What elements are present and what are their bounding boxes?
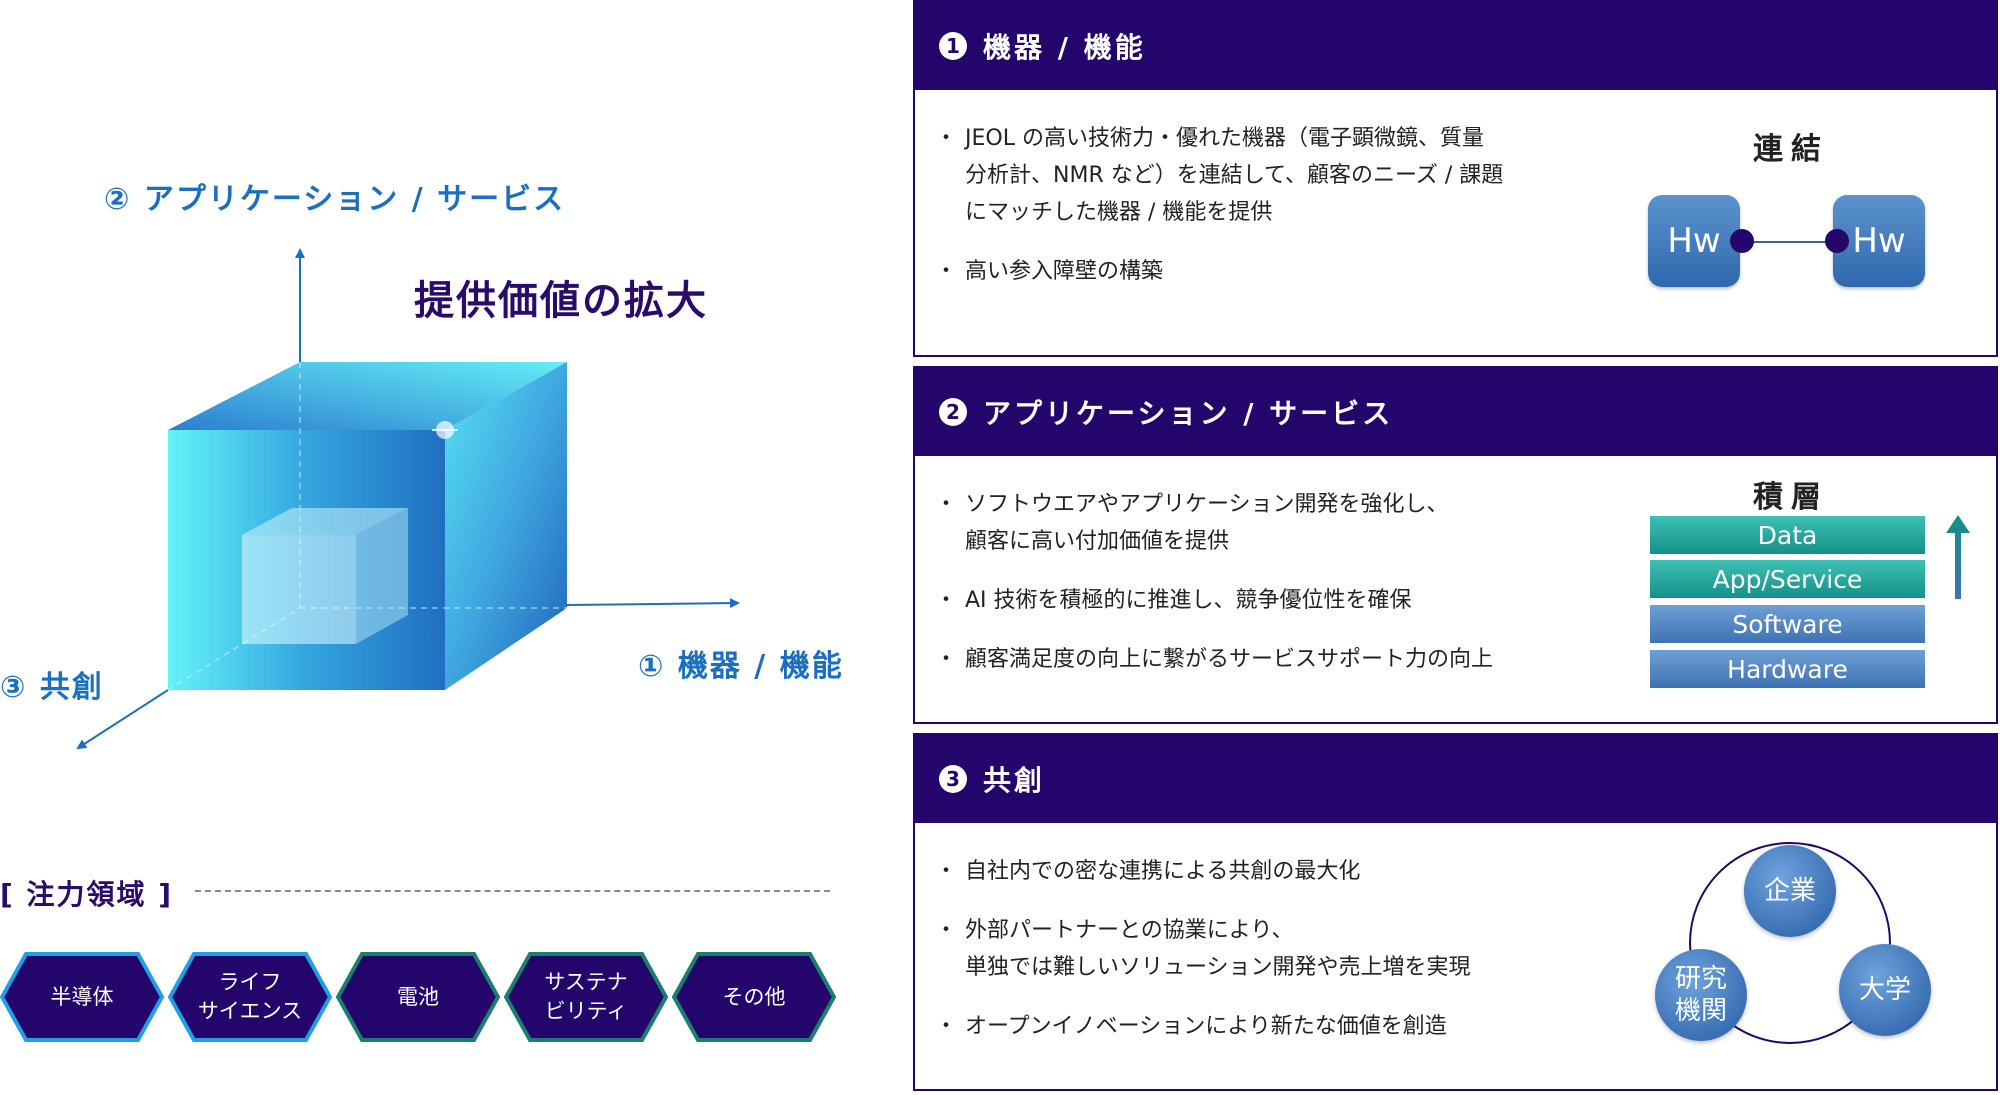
cube-axes-graphic (76, 248, 740, 750)
cocreation-ring (1689, 842, 1891, 1044)
bullet-item: 自社内での密な連携による共創の最大化 (935, 853, 1471, 890)
panel-cocreation-bullets: 自社内での密な連携による共創の最大化 外部パートナーとの協業により、 単独では難… (935, 853, 1471, 1067)
axis-label-application: ② アプリケーション / サービス (104, 182, 566, 217)
bullet-item: JEOL の高い技術力・優れた機器（電子顕微鏡、質量 分析計、NMR など）を連… (935, 120, 1503, 231)
axis-horizontal (566, 598, 740, 609)
panel-application-header: 2 アプリケーション / サービス (915, 368, 1996, 456)
inner-cube-side (356, 508, 408, 644)
link-node-right (1825, 229, 1849, 253)
bullet-item: ソフトウエアやアプリケーション開発を強化し、 顧客に高い付加価値を提供 (935, 486, 1493, 560)
panel-cocreation-title: 共創 (983, 764, 1046, 797)
bullet-item: 高い参入障壁の構築 (935, 253, 1503, 290)
panel-number-badge: 3 (939, 765, 967, 793)
stack-visual-title: 積層 (1753, 480, 1829, 515)
layer-hardware: Hardware (1650, 650, 1925, 688)
focus-area-semiconductor: 半導体 (0, 952, 164, 1042)
panel-application: 2 アプリケーション / サービス ソフトウエアやアプリケーション開発を強化し、… (913, 366, 1998, 724)
axis-diagonal (76, 689, 169, 750)
panel-equipment-header: 1 機器 / 機能 (915, 2, 1996, 90)
panel-application-bullets: ソフトウエアやアプリケーション開発を強化し、 顧客に高い付加価値を提供 AI 技… (935, 486, 1493, 700)
circle-university: 大学 (1839, 944, 1931, 1036)
focus-area-life-science: ライフ サイエンス (168, 952, 332, 1042)
focus-divider (195, 890, 830, 892)
panel-equipment-bullets: JEOL の高い技術力・優れた機器（電子顕微鏡、質量 分析計、NMR など）を連… (935, 120, 1503, 312)
inner-cube-top (242, 508, 408, 535)
focus-area-sustainability: サステナ ビリティ (504, 952, 668, 1042)
panel-equipment-title: 機器 / 機能 (983, 31, 1146, 64)
link-connector-line (1743, 241, 1837, 243)
focus-areas-title: [ 注力領域 ] (0, 878, 174, 911)
panel-cocreation-header: 3 共創 (915, 735, 1996, 823)
panel-equipment: 1 機器 / 機能 JEOL の高い技術力・優れた機器（電子顕微鏡、質量 分析計… (913, 0, 1998, 357)
bullet-item: 顧客満足度の向上に繋がるサービスサポート力の向上 (935, 641, 1493, 678)
inner-cube-front (242, 535, 356, 644)
bullet-item: オープンイノベーションにより新たな価値を創造 (935, 1008, 1471, 1045)
circle-company: 企業 (1744, 845, 1836, 937)
circle-research-institute: 研究 機関 (1655, 949, 1747, 1041)
axis-label-cocreation: ③ 共創 (0, 670, 104, 705)
focus-area-other: その他 (672, 952, 836, 1042)
hardware-box-left: Hw (1648, 195, 1740, 287)
bullet-item: AI 技術を積極的に推進し、競争優位性を確保 (935, 582, 1493, 619)
axis-label-equipment: ① 機器 / 機能 (638, 649, 844, 684)
arrow-up-icon (1946, 515, 1970, 599)
link-node-left (1730, 229, 1754, 253)
layer-app-service: App/Service (1650, 560, 1925, 598)
value-expansion-diagram: ② アプリケーション / サービス ① 機器 / 機能 ③ 共創 提供価値の拡大… (0, 0, 860, 1091)
layer-data: Data (1650, 516, 1925, 554)
panel-number-badge: 1 (939, 32, 967, 60)
focus-area-battery: 電池 (336, 952, 500, 1042)
link-visual-title: 連結 (1753, 132, 1829, 167)
cube-top-face (168, 362, 567, 430)
panel-number-badge: 2 (939, 398, 967, 426)
layer-software: Software (1650, 605, 1925, 643)
panel-application-title: アプリケーション / サービス (983, 397, 1394, 430)
panel-cocreation: 3 共創 自社内での密な連携による共創の最大化 外部パートナーとの協業により、 … (913, 733, 1998, 1091)
diagram-title: 提供価値の拡大 (414, 278, 708, 324)
bullet-item: 外部パートナーとの協業により、 単独では難しいソリューション開発や売上増を実現 (935, 912, 1471, 986)
